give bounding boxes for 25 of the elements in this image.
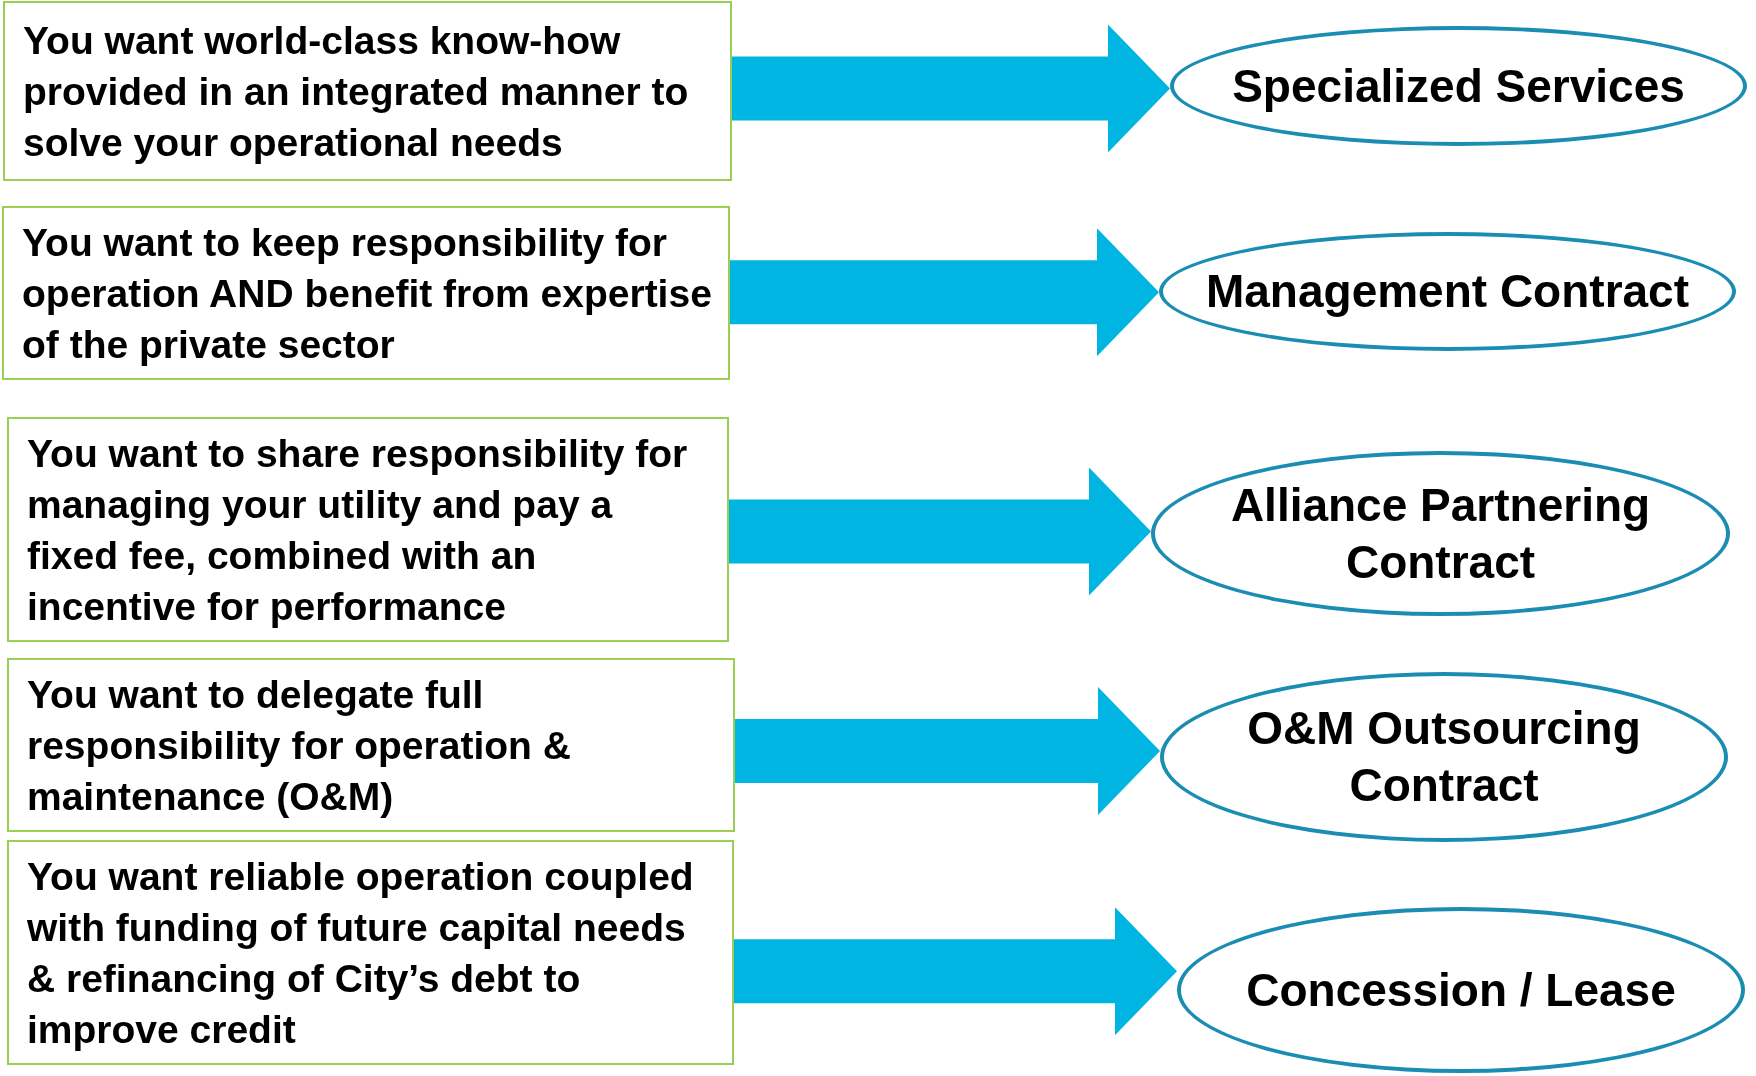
- need-box: [7, 658, 735, 832]
- need-box: [2, 206, 730, 380]
- need-text: You want to keep responsibility for operation AND benefit from expertise of the private sector: [22, 219, 713, 368]
- contract-label: O&M Outsourcing Contract: [1246, 701, 1642, 813]
- need-box: [3, 1, 732, 181]
- need-text: You want world-class know-how provided in an integrated manner to solve your operational needs: [23, 17, 690, 166]
- contract-oval: [1170, 26, 1747, 146]
- block-arrow: [732, 24, 1170, 153]
- block-arrow: [735, 687, 1160, 815]
- contract-oval: [1160, 672, 1728, 842]
- contract-label: Management Contract: [1205, 264, 1690, 319]
- contract-oval: [1159, 232, 1736, 351]
- need-text: You want to share responsibility for managing your utility and pay a fixed fee, combined with an incentive for performance: [27, 430, 689, 630]
- block-arrow: [734, 907, 1177, 1036]
- contract-label: Alliance Partnering Contract: [1229, 477, 1652, 590]
- need-box: [7, 840, 734, 1065]
- contract-oval: [1151, 451, 1730, 616]
- need-box: [7, 417, 729, 642]
- block-arrow: [730, 228, 1159, 357]
- need-text: You want to delegate full responsibility for operation & maintenance (O&M): [27, 671, 572, 820]
- block-arrow: [729, 467, 1151, 596]
- contract-label: Specialized Services: [1232, 58, 1685, 114]
- contract-oval: [1177, 907, 1745, 1073]
- need-text: You want reliable operation coupled with funding of future capital needs & refinancing of City’s debt to improve credit: [27, 853, 695, 1053]
- contract-label: Concession / Lease: [1246, 962, 1676, 1018]
